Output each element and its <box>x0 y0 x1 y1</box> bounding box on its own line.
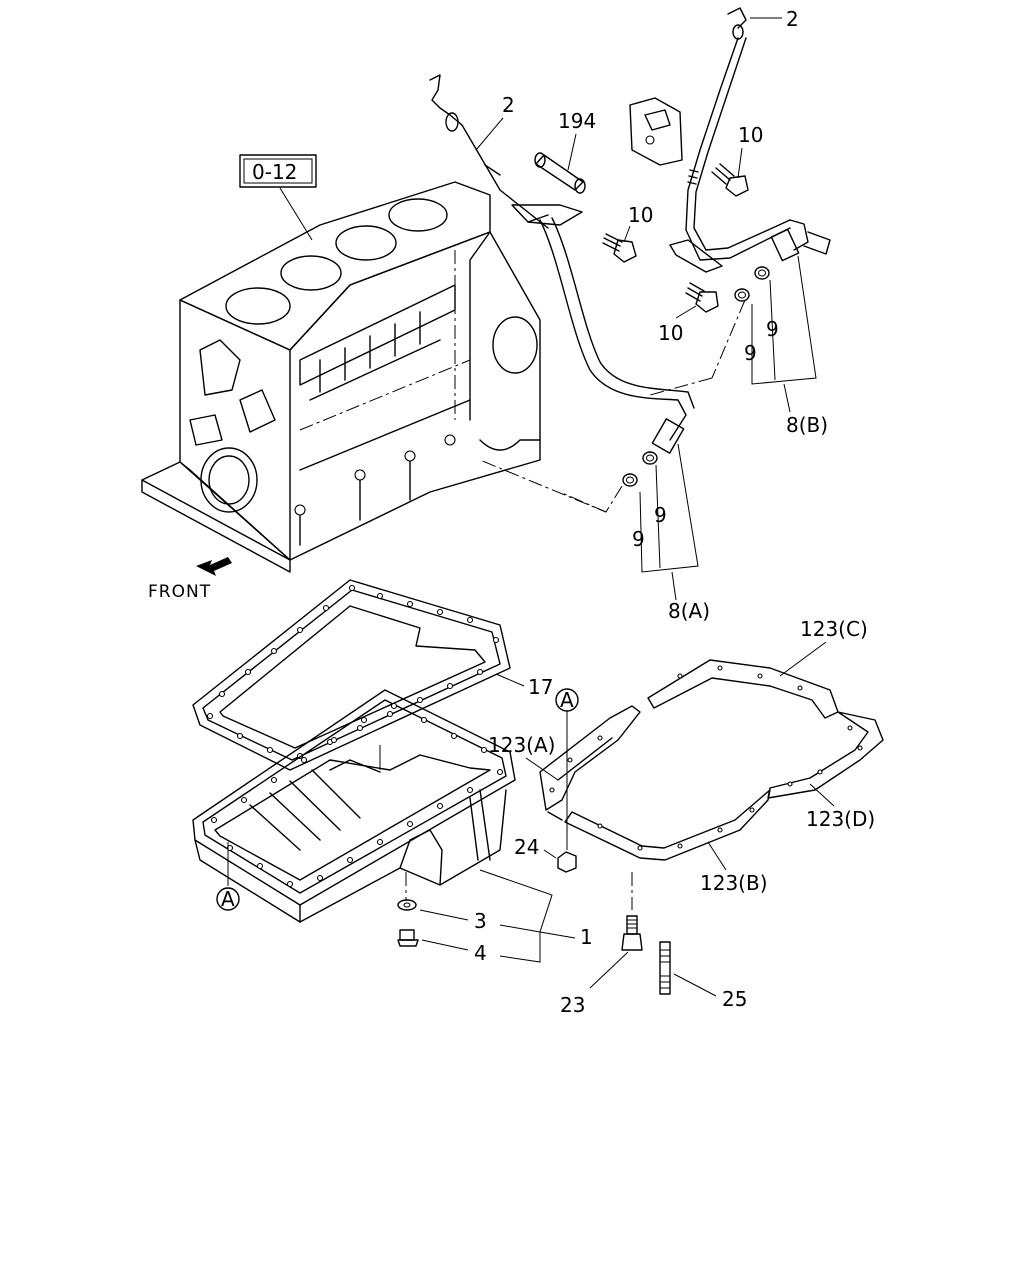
label-seal-c: 123(C) <box>800 617 868 641</box>
label-bolt-upper-right: 10 <box>738 123 763 147</box>
cylinder-bore-3 <box>335 225 397 261</box>
stud-bolt-23: 23 <box>560 872 643 1017</box>
label-seal-a: 123(A) <box>488 733 555 757</box>
label-washer-drain: 3 <box>474 909 487 933</box>
label-ref-box: 0-12 <box>252 160 297 184</box>
cylinder-bore-2 <box>280 255 342 291</box>
oil-pan-gasket: 17 <box>192 579 553 771</box>
label-dipstick-right: 2 <box>786 7 799 31</box>
label-stud: 25 <box>722 987 747 1011</box>
pan-bolt-holes <box>210 702 504 888</box>
reference-box: 0-12 <box>239 154 317 241</box>
dipstick-tube-a <box>429 74 695 454</box>
label-bolt-lower-right: 10 <box>658 321 683 345</box>
label-tube-a: 8(A) <box>668 599 710 623</box>
breather-connector: 194 <box>534 109 596 194</box>
front-indicator: FRONT <box>148 557 232 602</box>
dipstick-tube-b <box>629 7 831 273</box>
label-oil-pan: 1 <box>580 925 593 949</box>
nut-24: A 24 <box>514 688 579 873</box>
label-washer-b2: 9 <box>744 341 757 365</box>
bolt-upper-right: 10 <box>711 123 763 197</box>
label-bolt-middle: 10 <box>628 203 653 227</box>
bolt-lower-right: 10 <box>658 282 719 345</box>
label-ref-a-bottom: A <box>221 887 235 911</box>
oil-pan: A <box>192 689 516 923</box>
label-ref-a-top: A <box>560 688 574 712</box>
label-washer-a1: 9 <box>654 503 667 527</box>
front-arrow-icon <box>196 557 232 576</box>
washers-a: 9 9 8(A) <box>479 443 710 623</box>
bolt-middle: 10 <box>602 203 653 263</box>
label-front: FRONT <box>148 582 211 602</box>
label-seal-b: 123(B) <box>700 871 768 895</box>
seal-holes <box>549 665 863 851</box>
label-seal-d: 123(D) <box>806 807 875 831</box>
label-breather: 194 <box>558 109 596 133</box>
label-drain-plug: 4 <box>474 941 487 965</box>
label-stud-bolt: 23 <box>560 993 585 1017</box>
cylinder-block <box>141 181 541 573</box>
gasket-bolt-holes <box>206 584 500 760</box>
cylinder-bore-4 <box>388 198 448 232</box>
cylinder-bore-1 <box>225 287 291 325</box>
label-washer-a2: 9 <box>632 527 645 551</box>
seal-assembly: 123(C) 123(A) 123(D) 123(B) <box>488 617 884 895</box>
washers-b: 9 9 8(B) <box>649 255 828 437</box>
label-tube-b: 8(B) <box>786 413 828 437</box>
stud-25: 25 <box>659 941 747 1011</box>
drain-parts: 3 4 1 <box>397 869 593 965</box>
label-dipstick-left: 2 <box>502 93 515 117</box>
label-nut: 24 <box>514 835 539 859</box>
label-gasket: 17 <box>528 675 553 699</box>
